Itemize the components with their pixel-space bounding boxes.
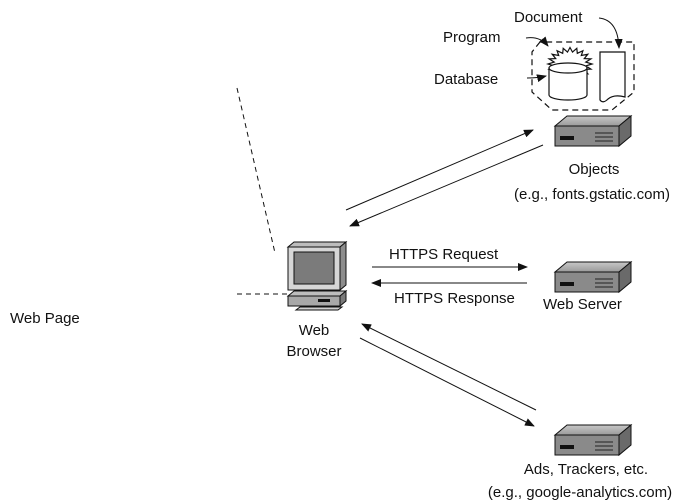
program-pointer [525,36,549,47]
web-label: Web [299,322,330,339]
objects-example-label: (e.g., fonts.gstatic.com) [514,186,670,203]
web-page-label: Web Page [10,310,80,327]
https-response-label: HTTPS Response [394,290,515,307]
document-label: Document [514,9,583,26]
objects-server-icon [553,114,633,148]
web-server-icon [553,260,633,294]
https-request-label: HTTPS Request [389,246,499,263]
arrow-from-ads [361,323,537,411]
ads-label: Ads, Trackers, etc. [524,461,648,478]
document-pointer [598,17,623,49]
database-icon [548,62,588,101]
ads-server-icon [553,423,633,457]
web-server-label: Web Server [543,296,622,313]
browser-label: Browser [286,343,341,360]
document-icon [599,51,626,103]
arrow-to-ads [359,337,535,427]
arrow-to-objects [345,129,534,211]
arrow-from-objects [349,144,544,227]
program-label: Program [443,29,501,46]
database-pointer [526,74,547,83]
objects-label: Objects [569,161,620,178]
database-label: Database [434,71,498,88]
ads-example-label: (e.g., google-analytics.com) [488,484,672,501]
page-boundary-line [236,87,276,254]
browser-computer-icon [286,240,348,311]
